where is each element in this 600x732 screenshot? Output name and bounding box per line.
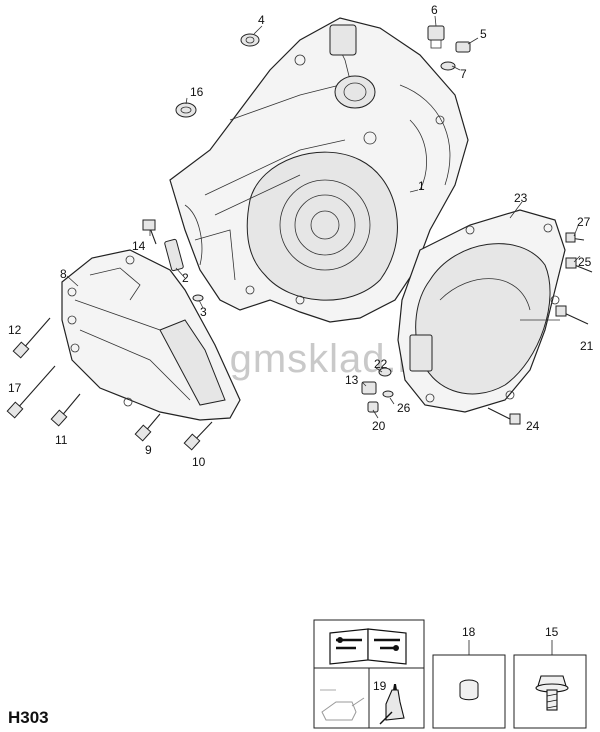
flange-bolt-icon: [535, 675, 569, 711]
callout-10: 10: [192, 455, 206, 469]
leader-lines: [66, 15, 581, 419]
callout-2: 2: [182, 271, 189, 285]
seal-ring: [175, 102, 197, 118]
callout-7: 7: [460, 67, 467, 81]
washer: [378, 367, 392, 377]
callout-14: 14: [132, 239, 146, 253]
cap-nut-icon: [459, 679, 479, 701]
callout-4: 4: [258, 13, 265, 27]
callout-26: 26: [397, 401, 411, 415]
manual-book-tools-icon: [329, 628, 407, 665]
callout-24: 24: [526, 419, 540, 433]
washer: [192, 294, 204, 302]
legend-label-15: 15: [545, 625, 559, 639]
legend-part-18-box: 18: [432, 625, 506, 729]
sealant-tube-icon: [379, 684, 405, 725]
callout-25: 25: [578, 255, 592, 269]
callout-13: 13: [345, 373, 359, 387]
callout-5: 5: [480, 27, 487, 41]
washer: [382, 390, 394, 398]
oil-can-icon: [320, 689, 365, 721]
callout-17: 17: [8, 381, 22, 395]
end-cover: [397, 209, 566, 413]
callout-21: 21: [580, 339, 594, 353]
filler-plug: [455, 41, 471, 53]
callout-20: 20: [372, 419, 386, 433]
legend-label-18: 18: [462, 625, 476, 639]
washer: [440, 61, 456, 71]
callout-27: 27: [577, 215, 591, 229]
bolt-group: [6, 219, 593, 451]
callout-9: 9: [145, 443, 152, 457]
legend-label-19: 19: [373, 679, 387, 693]
transmission-housing: [169, 17, 469, 323]
callout-3: 3: [200, 305, 207, 319]
legend-manual-box: 19: [313, 619, 425, 729]
legend-part-15-box: 15: [513, 625, 587, 729]
bracket: [164, 238, 184, 272]
callout-23: 23: [514, 191, 528, 205]
callout-6: 6: [431, 3, 438, 17]
callout-1: 1: [418, 179, 425, 193]
callout-22: 22: [374, 357, 388, 371]
callout-11: 11: [55, 433, 68, 447]
diagram-code-label: H303: [8, 708, 49, 727]
seal-ring: [240, 33, 260, 47]
callout-8: 8: [60, 267, 67, 281]
drain-plug: [427, 25, 445, 41]
side-cover-plate: [61, 249, 241, 421]
callout-16: 16: [190, 85, 204, 99]
plug: [367, 401, 379, 413]
callout-12: 12: [8, 323, 22, 337]
